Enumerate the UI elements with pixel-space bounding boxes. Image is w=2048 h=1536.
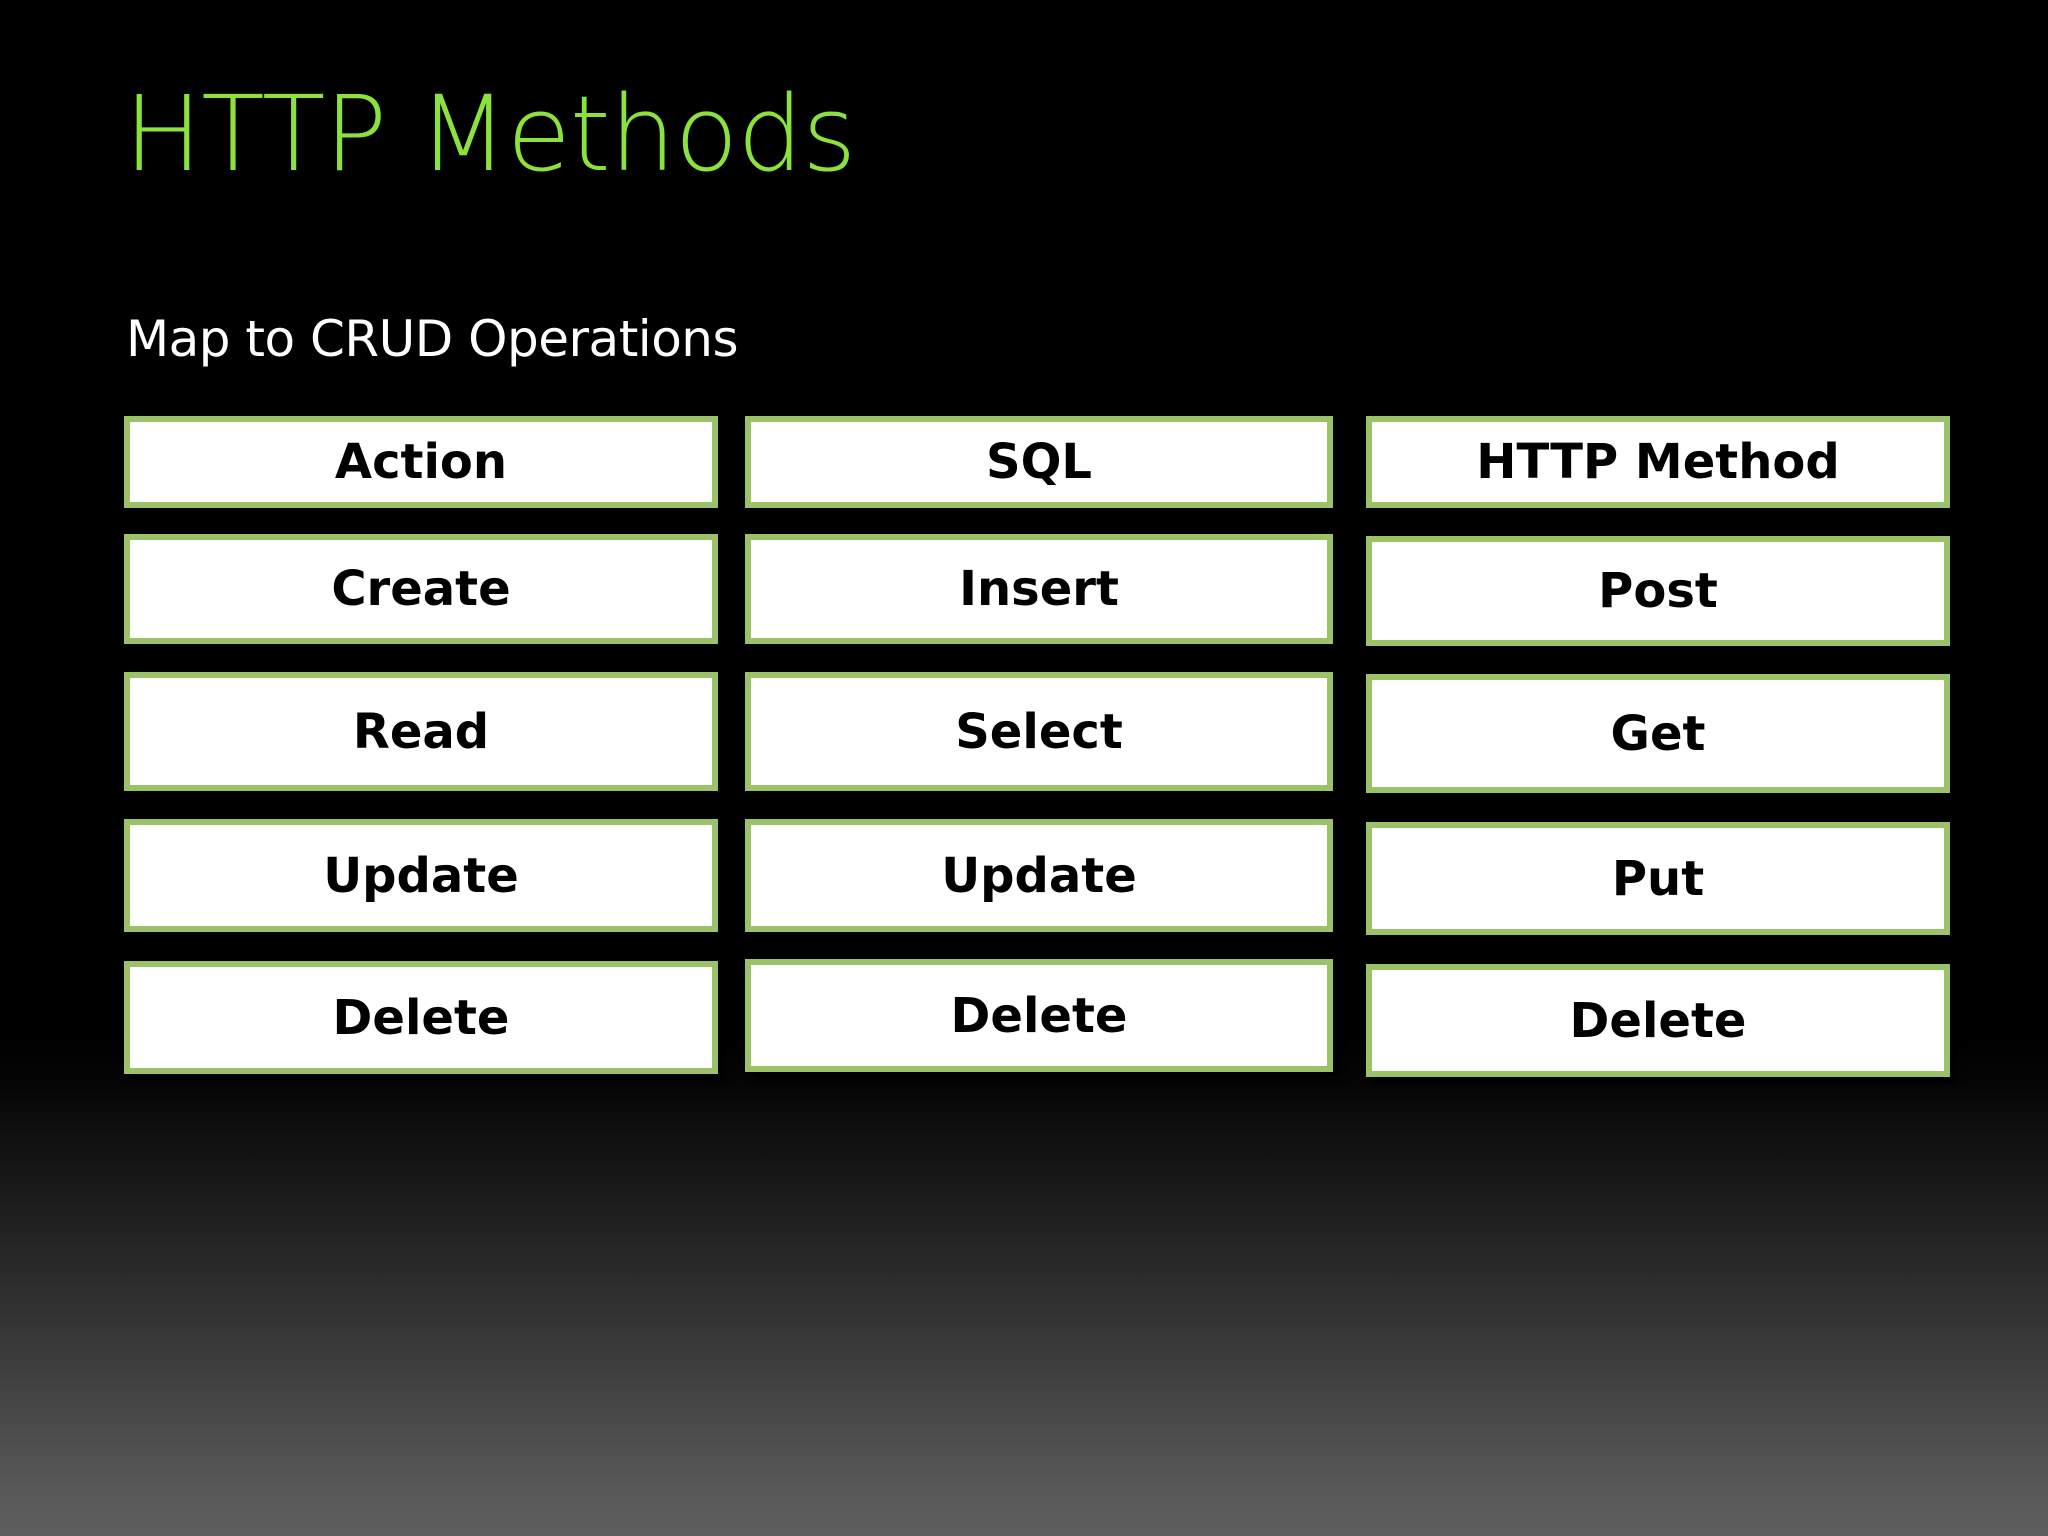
table-cell-http-put: Put (1366, 822, 1950, 935)
table-cell-action-update-label: Update (323, 847, 519, 904)
table-cell-http-post-label: Post (1598, 563, 1718, 619)
table-cell-sql-insert: Insert (745, 534, 1333, 644)
table-cell-http-get-label: Get (1610, 705, 1706, 762)
table-cell-sql-insert-label: Insert (959, 561, 1119, 617)
table-header-sql-label: SQL (986, 434, 1092, 490)
table-row: Update Update Put (124, 819, 1950, 935)
table-cell-http-put-label: Put (1611, 850, 1705, 907)
table-cell-sql-update: Update (745, 819, 1333, 932)
page-subtitle: Map to CRUD Operations (126, 310, 739, 368)
table-cell-http-delete-label: Delete (1569, 992, 1747, 1049)
table-header-action: Action (124, 416, 718, 508)
table-cell-http-get: Get (1366, 674, 1950, 793)
table-header-sql: SQL (745, 416, 1333, 508)
table-header-http-method: HTTP Method (1366, 416, 1950, 508)
table-cell-action-read-label: Read (352, 703, 490, 760)
table-cell-sql-select: Select (745, 672, 1333, 791)
table-header-action-label: Action (334, 434, 508, 490)
table-cell-http-post: Post (1366, 536, 1950, 646)
table-cell-action-create: Create (124, 534, 718, 644)
table-row: Delete Delete Delete (124, 959, 1950, 1077)
table-cell-action-update: Update (124, 819, 718, 932)
crud-mapping-table: Action SQL HTTP Method Create Insert P (124, 416, 1950, 1077)
table-header-http-method-label: HTTP Method (1476, 434, 1840, 490)
table-cell-http-delete: Delete (1366, 964, 1950, 1077)
table-header-row: Action SQL HTTP Method (124, 416, 1950, 508)
page-title: HTTP Methods (124, 73, 856, 195)
table-cell-action-create-label: Create (331, 561, 511, 617)
table-cell-action-read: Read (124, 672, 718, 791)
table-cell-sql-update-label: Update (941, 847, 1137, 904)
table-cell-action-delete: Delete (124, 961, 718, 1074)
table-cell-action-delete-label: Delete (332, 989, 510, 1046)
table-row: Read Select Get (124, 672, 1950, 793)
table-cell-sql-select-label: Select (955, 703, 1123, 760)
table-cell-sql-delete: Delete (745, 959, 1333, 1072)
table-cell-sql-delete-label: Delete (950, 987, 1128, 1044)
table-row: Create Insert Post (124, 534, 1950, 646)
